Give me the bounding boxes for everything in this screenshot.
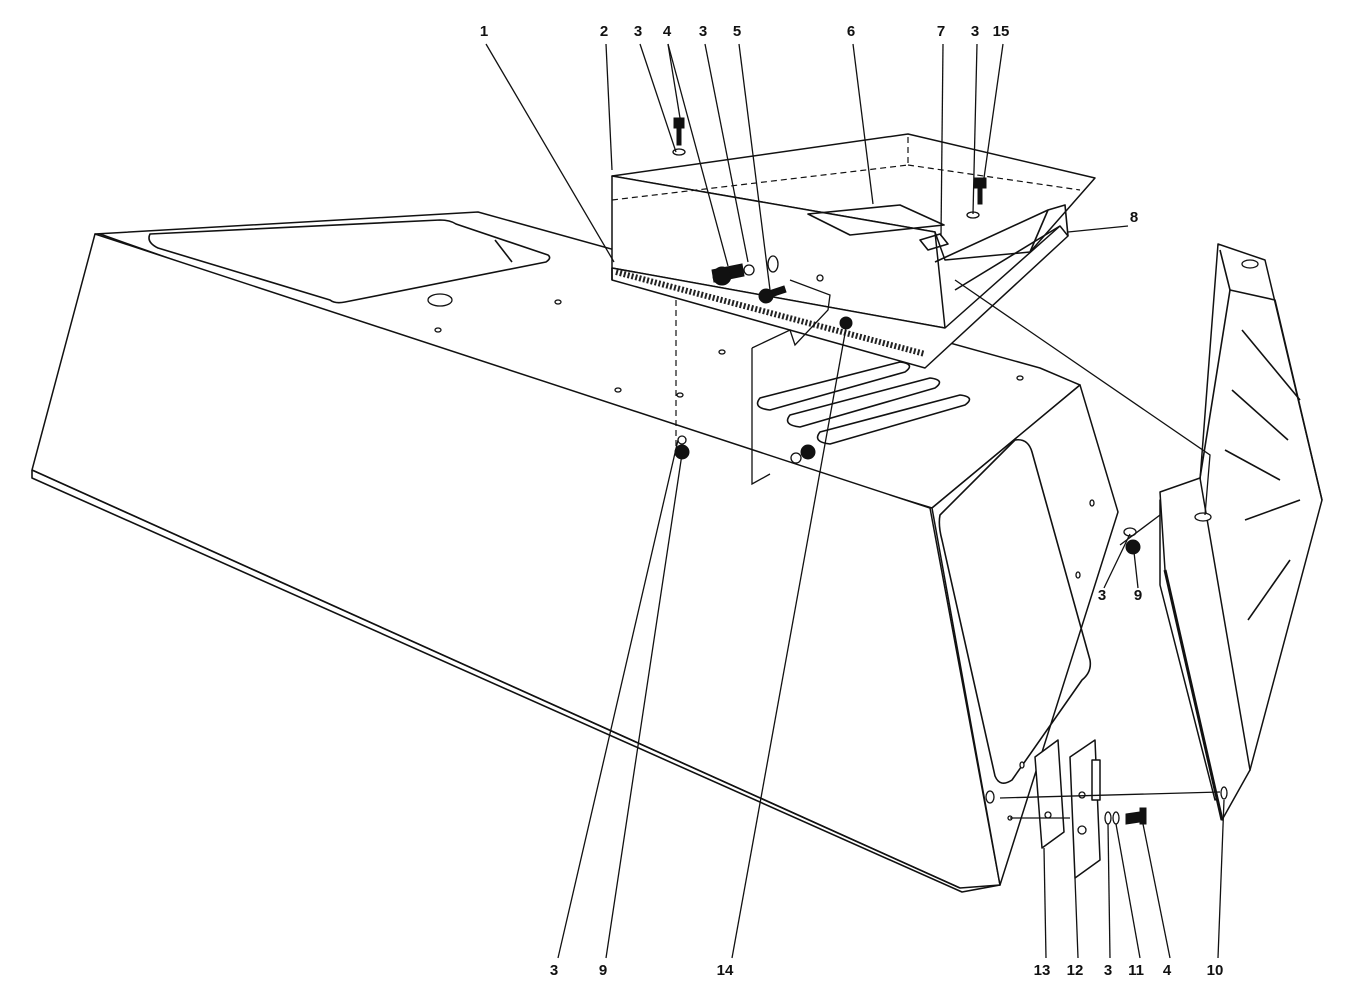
- callout-c-11-bottom: 11: [1128, 962, 1144, 979]
- callout-c-8-right: 8: [1130, 209, 1138, 226]
- callout-c-12-bottom: 12: [1067, 962, 1084, 979]
- callout-c-15-top: 15: [993, 23, 1010, 40]
- callout-c-1-top: 1: [480, 23, 488, 40]
- callout-c-6-top: 6: [847, 23, 855, 40]
- callout-c-4-bottom: 4: [1163, 962, 1172, 979]
- callout-c-3-bottom-a: 3: [550, 962, 558, 979]
- assembly-lines: [485, 43, 1225, 959]
- callout-c-9-bottom: 9: [599, 962, 607, 979]
- callout-c-10-bottom: 10: [1207, 962, 1224, 979]
- callout-c-3-mid: 3: [1098, 587, 1106, 604]
- callout-c-2-top: 2: [600, 23, 608, 40]
- callout-c-4-top: 4: [663, 23, 672, 40]
- callout-c-3-top-b: 3: [699, 23, 707, 40]
- fasteners: [672, 117, 1147, 825]
- callout-c-5-top: 5: [733, 23, 741, 40]
- hinge-parts: [1034, 739, 1101, 879]
- side-rail: [1159, 243, 1323, 821]
- callout-c-9-mid: 9: [1134, 587, 1142, 604]
- callout-c-3-top-c: 3: [971, 23, 979, 40]
- hood-body: [31, 211, 1119, 893]
- callout-c-14-bottom: 14: [717, 962, 734, 979]
- callout-c-3-top-a: 3: [634, 23, 642, 40]
- callout-c-3-bottom-b: 3: [1104, 962, 1112, 979]
- callout-c-7-top: 7: [937, 23, 945, 40]
- callout-c-13-bottom: 13: [1034, 962, 1051, 979]
